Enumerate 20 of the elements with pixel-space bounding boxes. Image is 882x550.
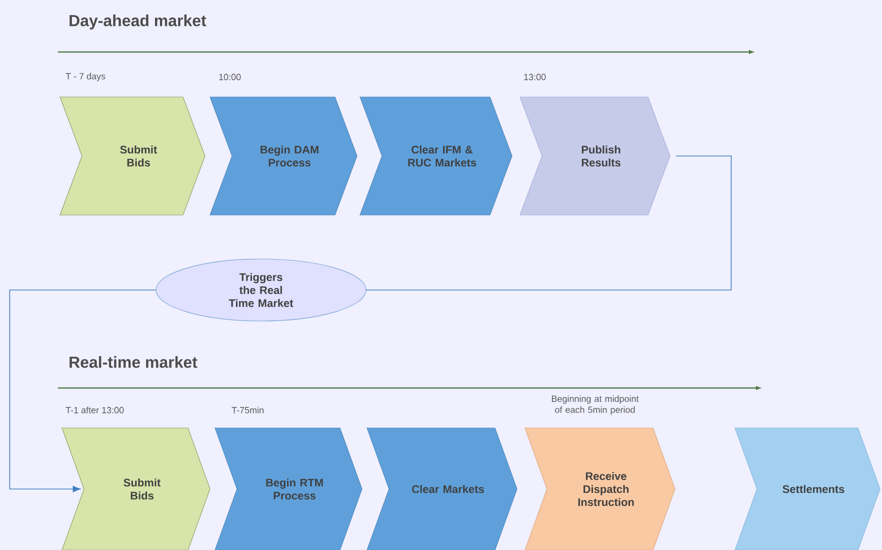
section-heading: Real-time market — [70, 356, 198, 368]
ellipse-node: Triggers the Real Time Market — [156, 258, 366, 322]
time-label: 13:00 — [524, 74, 546, 80]
chevron-box: Submit Bids — [62, 428, 210, 550]
connector — [366, 156, 732, 290]
connector — [9, 290, 156, 492]
time-label: 10:00 — [219, 74, 241, 80]
chevron-box: Publish Results — [520, 96, 670, 216]
chevron-box: Clear IFM & RUC Markets — [360, 96, 512, 216]
chevron-box: Clear Markets — [366, 428, 518, 550]
time-label: T - 7 days — [66, 72, 106, 82]
section-heading: Day-ahead market — [70, 14, 206, 30]
time-label: Beginning at midpoint of each 5min period — [552, 395, 639, 415]
chevron-box: Begin DAM Process — [210, 96, 358, 216]
chevron-box: Settlements — [734, 428, 880, 550]
chevron-box: Receive Dispatch Instruction — [524, 428, 676, 550]
chevron-box: Submit Bids — [60, 96, 206, 216]
chevron-box: Begin RTM Process — [214, 428, 362, 550]
time-label: T-75min — [232, 406, 264, 414]
time-label: T-1 after 13:00 — [66, 406, 124, 414]
